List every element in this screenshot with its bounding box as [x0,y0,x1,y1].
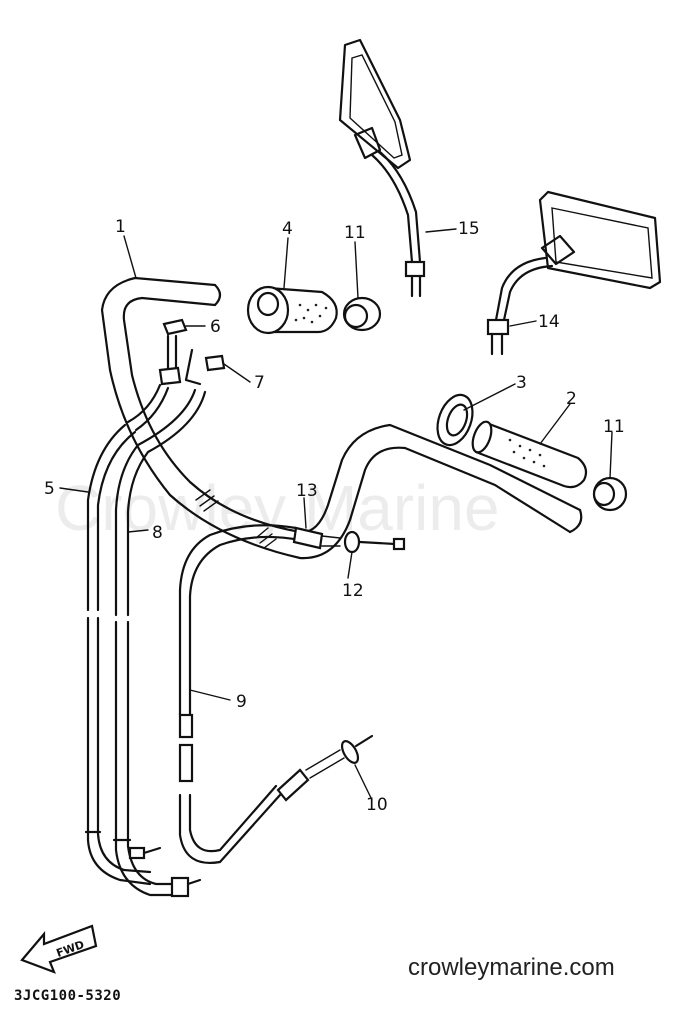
callout-11: 11 [344,223,366,243]
callout-7: 7 [254,373,265,393]
throttle-cable[interactable] [178,524,302,864]
left-mirror[interactable] [338,38,426,298]
fwd-arrow: FWD [20,924,98,974]
grip-holder[interactable] [431,390,479,450]
brake-hoses[interactable] [84,383,207,898]
leader-lines [59,228,613,801]
callout-14: 14 [538,312,560,332]
callout-2: 2 [566,389,577,409]
cable-adjuster[interactable] [292,526,406,554]
callout-3: 3 [516,373,527,393]
throttle-grip[interactable] [246,285,338,335]
handlebar[interactable] [100,276,583,560]
callout-12: 12 [342,581,364,601]
callout-13: 13 [296,481,318,501]
callout-4: 4 [282,219,293,239]
handle-grip[interactable] [469,419,588,489]
callout-9: 9 [236,692,247,712]
callout-10: 10 [366,795,388,815]
callout-15: 15 [458,219,480,239]
callout-1: 1 [115,217,126,237]
clamp-screws[interactable] [158,318,226,386]
callout-8: 8 [152,523,163,543]
lower-cable-adjuster[interactable] [276,734,374,802]
callout-5: 5 [44,479,55,499]
callout-6: 6 [210,317,221,337]
grip-end-left[interactable] [342,296,382,332]
grip-end-right[interactable] [592,476,628,512]
site-url: crowleymarine.com [408,954,615,981]
diagram-code: 3JCG100-5320 [14,988,122,1004]
right-mirror[interactable] [486,190,662,356]
watermark: Crowley Marine [55,472,500,544]
callout-11-right: 11 [603,417,625,437]
